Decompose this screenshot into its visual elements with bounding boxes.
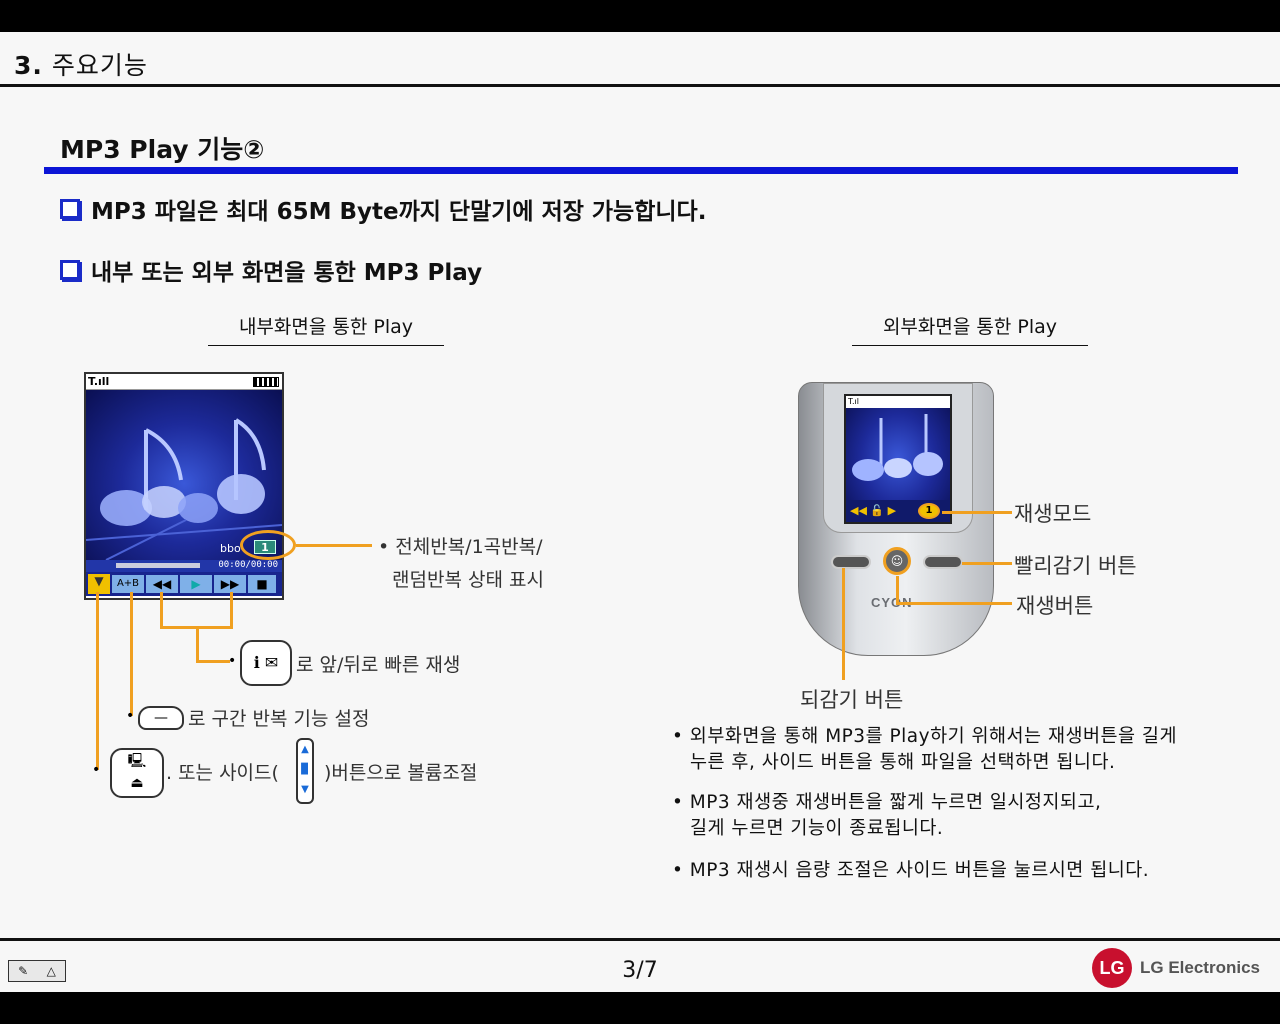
page-number: 3/7 [622, 958, 658, 983]
section-number: 3. [14, 51, 43, 80]
external-status-bar: T.ıl [846, 396, 950, 408]
slide: 3. 주요기능 MP3 Play 기능② MP3 파일은 최대 65M Byte… [0, 32, 1280, 992]
bullet-play-modes: 내부 또는 외부 화면을 통한 MP3 Play [60, 253, 482, 287]
music-note-art-icon [86, 418, 282, 560]
description-line: • 외부화면을 통해 MP3를 Play하기 위해서는 재생버튼을 길게 [672, 726, 1177, 747]
description-2: • MP3 재생중 재생버튼을 짧게 누르면 일시정지되고, 길게 누르면 기능… [672, 790, 1101, 842]
mode-callout-line [942, 511, 1012, 514]
side-key-icon: — [138, 706, 184, 730]
subtitle-underline [44, 167, 1238, 174]
rew-label: 되감기 버튼 [800, 688, 904, 712]
play-callout-stem [896, 576, 899, 604]
ab-callout-stem [130, 592, 133, 716]
music-wallpaper: bbo 1 [86, 390, 282, 560]
fast-forward-icon[interactable]: ▶▶ [214, 575, 246, 593]
description-line: 길게 누르면 기능이 종료됩니다. [690, 818, 944, 839]
slide-subtitle: MP3 Play 기능② [60, 135, 265, 164]
slide-nav-button[interactable]: ✎ △ [8, 960, 66, 982]
progress-row: 00:00/00:00 [86, 560, 282, 572]
ffwd-label: 빨리감기 버튼 [1014, 554, 1137, 578]
play-callout-line [896, 602, 1012, 605]
footer-divider [0, 938, 1280, 941]
ab-annotation: 로 구간 반복 기능 설정 [188, 708, 370, 730]
bullet-storage: MP3 파일은 최대 65M Byte까지 단말기에 저장 가능합니다. [60, 192, 706, 226]
volume-key-icon: 🖳⏏ [110, 748, 164, 798]
repeat-mode-badge: 1 [918, 503, 940, 519]
seek-key-icon: ℹ ✉ [240, 640, 292, 686]
lg-electronics-logo: LG LG Electronics [1092, 948, 1260, 988]
volume-icon[interactable]: ▼ [88, 574, 110, 594]
play-icon[interactable]: ▶ [180, 575, 212, 593]
mode-label: 재생모드 [1014, 502, 1092, 526]
progress-bar [116, 563, 200, 568]
seek-bullet: • [228, 653, 237, 669]
track-name: bbo [220, 542, 241, 555]
description-line: • MP3 재생시 음량 조절은 사이드 버튼을 눌르시면 됩니다. [672, 860, 1150, 881]
bullet-text: MP3 파일은 최대 65M Byte까지 단말기에 저장 가능합니다. [91, 199, 707, 225]
play-label: 재생버튼 [1016, 594, 1094, 618]
pen-icon: ✎ [18, 964, 29, 978]
section-title: 3. 주요기능 [14, 46, 148, 82]
external-screen: T.ıl ◀◀ 🔓 ▶ 1 [844, 394, 952, 524]
seek-callout-stem [196, 628, 199, 662]
description-line: 누른 후, 사이드 버튼을 통해 파일을 선택하면 됩니다. [690, 752, 1116, 773]
volume-annotation-a: . 또는 사이드( [166, 762, 279, 784]
play-button[interactable]: ☺ [883, 547, 911, 575]
stop-icon[interactable]: ■ [248, 575, 276, 593]
seek-callout-tail [196, 660, 230, 663]
seek-callout-join [160, 626, 233, 629]
repeat-callout-line [296, 544, 372, 547]
header-divider [0, 84, 1280, 87]
play-time: 00:00/00:00 [218, 560, 278, 570]
volume-callout-stem [96, 592, 99, 770]
section-name: 주요기능 [51, 51, 148, 80]
description-line: • MP3 재생중 재생버튼을 짧게 누르면 일시정지되고, [672, 792, 1102, 813]
description-1: • 외부화면을 통해 MP3를 Play하기 위해서는 재생버튼을 길게 누른 … [672, 724, 1177, 776]
repeat-annotation-line1: • 전체반복/1곡반복/ [378, 536, 543, 558]
ffwd-callout-line [962, 562, 1012, 565]
volume-bullet: • [92, 762, 101, 778]
phone-body: T.ıl ◀◀ 🔓 ▶ 1 ☺ CYON [798, 382, 994, 656]
repeat-annotation-line2: 랜덤반복 상태 표시 [392, 569, 544, 591]
signal-icon: T.ıll [88, 375, 110, 388]
rew-callout-stem [842, 568, 845, 680]
triangle-icon: △ [46, 964, 56, 978]
seek-callout-left [160, 592, 163, 628]
side-button-icon: ▲▉▼ [296, 738, 314, 804]
phone-brand-logo: CYON [871, 595, 913, 610]
fast-forward-button[interactable] [923, 555, 963, 569]
seek-callout-right [230, 592, 233, 628]
ab-bullet: • [126, 708, 135, 724]
lg-logo-icon: LG [1092, 948, 1132, 988]
seek-annotation: 로 앞/뒤로 빠른 재생 [296, 654, 461, 676]
external-play-title: 외부화면을 통한 Play [852, 312, 1088, 346]
checkbox-bullet-icon [60, 260, 80, 280]
checkbox-bullet-icon [60, 199, 80, 219]
bullet-text: 내부 또는 외부 화면을 통한 MP3 Play [91, 260, 483, 286]
repeat-callout-ring [240, 530, 296, 560]
ab-repeat-button[interactable]: A+B [112, 575, 144, 593]
battery-icon [253, 377, 279, 387]
rewind-button[interactable] [831, 555, 871, 569]
internal-play-title: 내부화면을 통한 Play [208, 312, 444, 346]
music-note-art-icon [852, 414, 943, 481]
lg-logo-text: LG Electronics [1140, 958, 1260, 977]
internal-screen: T.ıll bbo 1 00:00/00:00 ▼ [84, 372, 284, 600]
external-screen-frame: T.ıl ◀◀ 🔓 ▶ 1 [823, 383, 973, 533]
volume-annotation-b: )버튼으로 볼륨조절 [324, 762, 478, 784]
description-3: • MP3 재생시 음량 조절은 사이드 버튼을 눌르시면 됩니다. [672, 858, 1149, 884]
player-controls: ▼ A+B ◀◀ ▶ ▶▶ ■ [86, 572, 282, 596]
rewind-icon[interactable]: ◀◀ [146, 575, 178, 593]
status-bar: T.ıll [86, 374, 282, 390]
